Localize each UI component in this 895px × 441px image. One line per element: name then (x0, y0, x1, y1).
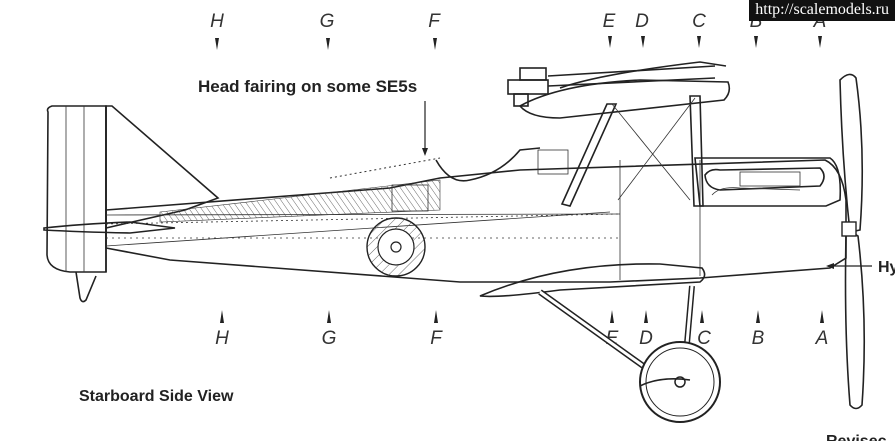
station-marker-top-h: H (210, 11, 224, 50)
watermark: http://scalemodels.ru (749, 0, 895, 21)
view-title: Starboard Side View (79, 388, 234, 405)
station-label: E (603, 11, 616, 32)
station-marker-bottom-c: C (697, 310, 711, 349)
station-marker-top-d: D (635, 11, 649, 48)
station-label: D (635, 11, 649, 32)
bottom-partial-label: Revisec (826, 433, 887, 441)
station-markers-top: H G F E D C B A (210, 11, 826, 50)
station-label: G (322, 328, 337, 349)
head-fairing-leader (422, 101, 428, 156)
station-marker-bottom-g: G (322, 310, 337, 349)
upper-wing (518, 61, 731, 119)
engine-cowling (694, 157, 842, 207)
station-marker-top-e: E (603, 11, 616, 48)
station-label: F (428, 11, 441, 32)
propeller (839, 73, 866, 410)
station-label: H (210, 11, 224, 32)
undercarriage (538, 285, 721, 423)
fuselage (105, 147, 847, 283)
station-label: D (639, 328, 653, 349)
station-label: H (215, 328, 229, 349)
station-label: B (752, 328, 765, 349)
station-marker-bottom-b: B (752, 310, 765, 349)
station-marker-bottom-a: A (815, 310, 829, 349)
hy-callout: Hy (826, 259, 895, 276)
station-marker-top-f: F (428, 11, 441, 50)
station-marker-top-c: C (692, 11, 706, 48)
station-label: C (697, 328, 711, 349)
tail-skid (75, 271, 97, 303)
station-label: F (430, 328, 443, 349)
station-label: A (815, 328, 829, 349)
station-marker-top-g: G (320, 11, 335, 50)
station-marker-bottom-d: D (639, 310, 653, 349)
interplane-struts (560, 95, 704, 207)
tail-fin-rudder (46, 105, 220, 273)
station-label: C (692, 11, 706, 32)
tailplane (43, 221, 176, 234)
hy-label: Hy (878, 259, 895, 276)
station-marker-bottom-f: F (430, 310, 443, 349)
station-markers-bottom: H G F E D C B A (215, 310, 828, 349)
gun (507, 65, 716, 107)
head-fairing-label: Head fairing on some SE5s (198, 77, 417, 96)
lower-wing (479, 263, 706, 298)
station-marker-bottom-h: H (215, 310, 229, 349)
station-label: G (320, 11, 335, 32)
